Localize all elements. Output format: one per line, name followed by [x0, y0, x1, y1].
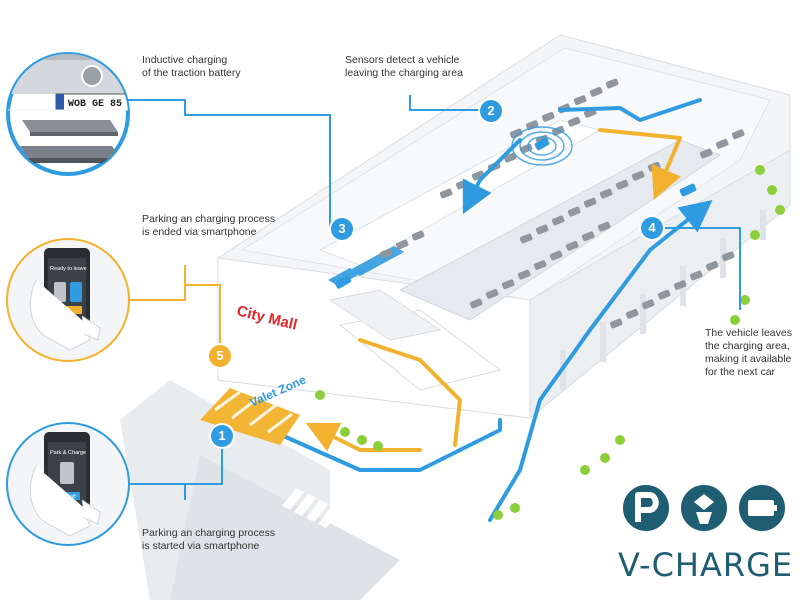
street [120, 380, 400, 600]
phone-end-detail: Ready to leave Pick up [6, 238, 130, 362]
tree-icon [755, 165, 765, 175]
parked-car [551, 215, 565, 226]
connector-lines [120, 95, 741, 500]
step-marker-3: 3 [331, 218, 353, 240]
parking-garage-icon [679, 483, 729, 533]
parked-car [379, 248, 393, 259]
tree-icon [730, 315, 740, 325]
phone-top-title: Ready to leave [50, 266, 87, 272]
parked-car [699, 148, 713, 159]
garage-building [217, 34, 791, 420]
caption-started-via-smartphone: Parking an charging process is started v… [142, 527, 276, 552]
tree-icon [580, 465, 590, 475]
parked-car [567, 116, 581, 127]
parked-car [705, 260, 719, 271]
parked-car [581, 231, 595, 242]
parked-car [657, 289, 671, 300]
trees [315, 165, 785, 520]
parked-car [469, 298, 483, 309]
parked-car [625, 308, 639, 319]
sensor-waves-icon [511, 126, 573, 166]
caption-sensors: Sensors detect a vehicle leaving the cha… [345, 54, 463, 79]
caption-ended-via-smartphone: Parking an charging process is ended via… [142, 213, 276, 238]
parked-car [567, 206, 581, 217]
parked-car [615, 179, 629, 190]
parked-car [565, 240, 579, 251]
parked-car [517, 269, 531, 280]
tree-icon [600, 453, 610, 463]
tree-icon [340, 427, 350, 437]
parked-car [715, 138, 729, 149]
tree-icon [357, 435, 367, 445]
tree-icon [740, 295, 750, 305]
parked-car [641, 299, 655, 310]
parked-car [589, 86, 603, 97]
parked-car [549, 250, 563, 261]
parked-car [395, 239, 409, 250]
battery-icon [737, 483, 787, 533]
parked-car [541, 111, 555, 122]
inductive-charging-detail: WOB GE 85 [6, 52, 130, 176]
tree-icon [775, 205, 785, 215]
license-plate-text: WOB GE 85 [68, 99, 122, 110]
parked-car [721, 251, 735, 262]
tree-icon [373, 441, 383, 451]
parked-car [509, 128, 523, 139]
routes [268, 98, 713, 522]
parked-car [599, 188, 613, 199]
parked-car [597, 221, 611, 232]
parked-car [535, 224, 549, 235]
v-charge-logo: V-CHARGE [618, 480, 798, 584]
parked-car [519, 143, 533, 154]
v-charge-wordmark: V-CHARGE [618, 546, 794, 584]
parked-car [573, 95, 587, 106]
tree-icon [493, 510, 503, 520]
parked-car [673, 280, 687, 290]
parked-car [731, 129, 745, 140]
parked-car [533, 260, 547, 270]
caption-inductive-charging: Inductive charging of the traction batte… [142, 54, 241, 79]
tree-icon [315, 390, 325, 400]
tree-icon [510, 503, 520, 513]
parked-car [501, 279, 515, 290]
parked-car [631, 170, 645, 181]
caption-vehicle-leaves: The vehicle leaves the charging area, ma… [705, 327, 792, 378]
parked-car [609, 318, 623, 329]
phone-start-detail: Park & Charge Drop off [6, 422, 130, 546]
tree-icon [750, 230, 760, 240]
step-marker-2: 2 [480, 100, 502, 122]
step-marker-1: 1 [211, 425, 233, 447]
phone-top-button: Pick up [54, 308, 71, 314]
phone-bottom-title: Park & Charge [50, 450, 86, 456]
parking-icon [621, 483, 671, 533]
parked-car [583, 197, 597, 208]
parked-car [605, 78, 619, 89]
parked-car [485, 288, 499, 299]
tree-icon [615, 435, 625, 445]
step-marker-5: 5 [209, 345, 231, 367]
parked-car [519, 233, 533, 244]
tree-icon [767, 185, 777, 195]
parked-car [439, 188, 453, 199]
parked-car [411, 230, 425, 241]
parked-car [689, 270, 703, 281]
step-marker-4: 4 [641, 217, 663, 239]
phone-bottom-button: Drop off [58, 494, 76, 500]
